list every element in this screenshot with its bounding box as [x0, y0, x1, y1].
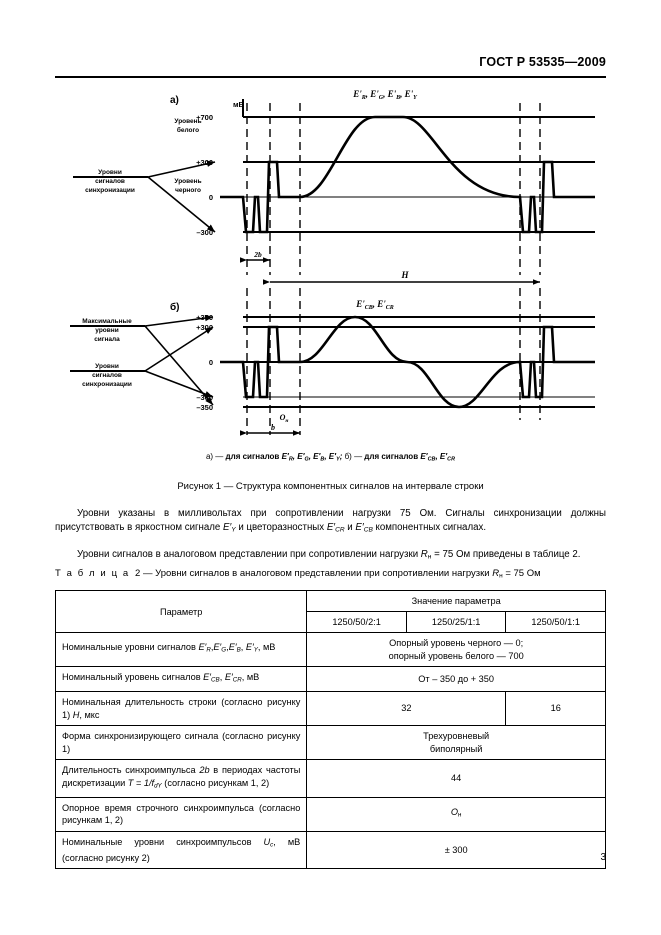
- header-col-3: 1250/50/1:1: [505, 611, 606, 633]
- waveform-a: [220, 115, 595, 234]
- label-white-level-2: белого: [177, 126, 199, 134]
- label-black-level-2: черного: [175, 187, 201, 194]
- row-parameter: Номинальные уровни синхроимпульсов Uc, м…: [54, 830, 308, 870]
- figure-1: а) мВ +700 +300 0 –300: [55, 85, 606, 465]
- row-value-2: 16: [505, 691, 606, 727]
- header-col-1: 1250/50/2:1: [306, 611, 407, 633]
- tick-a-300: +300: [196, 158, 213, 167]
- figure-caption: Рисунок 1 — Структура компонентных сигна…: [177, 481, 484, 492]
- figure-subcaption: а) — для сигналов E′R, E′G, E′B, E′Y; б)…: [205, 452, 456, 463]
- table-row: Длительность синхроимпульса 2b в периода…: [54, 759, 606, 798]
- standard-number: ГОСТ Р 53535—2009: [479, 55, 606, 69]
- table-caption: Т а б л и ц а 2 — Уровни сигналов в анал…: [55, 568, 541, 580]
- label-max-levels-3: сигнала: [94, 336, 120, 343]
- table-row: Номинальная длительность строки (согласн…: [54, 691, 606, 727]
- label-max-levels: Максимальные: [82, 318, 132, 325]
- paragraph-1: Уровни указаны в милливольтах при сопрот…: [55, 508, 606, 534]
- waveform-b: [220, 315, 595, 409]
- label-sync-levels-b-2: сигналов: [92, 372, 122, 379]
- label-sync-levels-b-3: синхронизации: [82, 381, 132, 388]
- paragraph-2: Уровни сигналов в аналоговом представлен…: [77, 549, 581, 561]
- panel-b-label: б): [170, 301, 180, 313]
- signal-diagram-svg: а) мВ +700 +300 0 –300: [70, 89, 595, 436]
- panel-a-label: а): [170, 95, 179, 106]
- signal-levels-table: Параметр Значение параметра 1250/50/2:1 …: [54, 590, 606, 870]
- header-col-2: 1250/25/1:1: [405, 611, 507, 633]
- marker-oh: Oн: [280, 413, 289, 424]
- label-white-level: Уровень: [174, 118, 201, 125]
- table-row: Номинальные уровни сигналов E′R,E′G,E′B,…: [54, 632, 606, 667]
- tick-b-m300: –300: [196, 393, 213, 402]
- dimension-b-label: b: [271, 423, 275, 432]
- header-rule: [55, 76, 606, 78]
- row-value: Опорный уровень черного — 0;опорный уров…: [306, 632, 606, 667]
- row-parameter: Номинальный уровень сигналов E′CB, E′CR,…: [54, 665, 308, 693]
- tick-b-0: 0: [209, 358, 213, 367]
- panel-a: а) мВ +700 +300 0 –300: [73, 89, 595, 285]
- tick-b-m350: –350: [196, 403, 213, 412]
- header-parameter: Параметр: [54, 590, 308, 633]
- row-value: ± 300: [306, 830, 606, 870]
- table-row: Опорное время строчного синхроимпульса (…: [54, 796, 606, 832]
- row-parameter: Опорное время строчного синхроимпульса (…: [54, 796, 308, 832]
- row-value: 44: [306, 759, 606, 798]
- row-value: Oн: [306, 796, 606, 832]
- panel-a-unit-label: мВ: [233, 100, 245, 109]
- table-row: Форма синхронизирующего сигнала (согласн…: [54, 725, 606, 761]
- leader-max-350: [144, 314, 214, 327]
- tick-b-300: +300: [196, 323, 213, 332]
- page-header: ГОСТ Р 53535—2009: [55, 55, 606, 78]
- leader-sync-m300: [144, 370, 214, 398]
- row-parameter: Номинальная длительность строки (согласн…: [54, 691, 308, 727]
- tick-a-0: 0: [209, 193, 213, 202]
- table-row: Номинальные уровни синхроимпульсов Uc, м…: [54, 830, 606, 870]
- panel-b: б) +350 +300 0 –300 –350: [70, 288, 595, 436]
- table-row: Номинальный уровень сигналов E′CB, E′CR,…: [54, 665, 606, 693]
- dimension-H-label: H: [400, 270, 409, 280]
- row-parameter: Номинальные уровни сигналов E′R,E′G,E′B,…: [54, 632, 308, 667]
- page-number: 3: [600, 852, 606, 863]
- header-value-group: Значение параметра: [306, 590, 606, 612]
- row-value: 32: [306, 691, 507, 727]
- label-sync-levels-a-3: синхронизации: [85, 187, 135, 194]
- label-max-levels-2: уровни: [95, 327, 118, 334]
- dimension-2b-label: 2b: [253, 250, 262, 259]
- row-parameter: Форма синхронизирующего сигнала (согласн…: [54, 725, 308, 761]
- tick-a-700: +700: [196, 113, 213, 122]
- label-sync-levels-a: Уровни: [98, 169, 122, 176]
- label-sync-levels-b: Уровни: [95, 363, 119, 370]
- leader-sync-300: [144, 326, 214, 372]
- leader-black: [147, 176, 216, 233]
- row-value: От – 350 до + 350: [306, 665, 606, 693]
- tick-a-m300: –300: [196, 228, 213, 237]
- panel-b-signal-label: E'CB, E'CR: [355, 299, 394, 311]
- row-parameter: Длительность синхроимпульса 2b в периода…: [54, 759, 308, 798]
- label-sync-levels-a-2: сигналов: [95, 178, 125, 185]
- panel-a-signal-label: E'R, E'G, E'B, E'Y: [352, 89, 418, 101]
- leader-white: [147, 160, 216, 178]
- table-header-row-1: Параметр Значение параметра: [54, 590, 606, 633]
- label-black-level: Уровень: [174, 178, 201, 185]
